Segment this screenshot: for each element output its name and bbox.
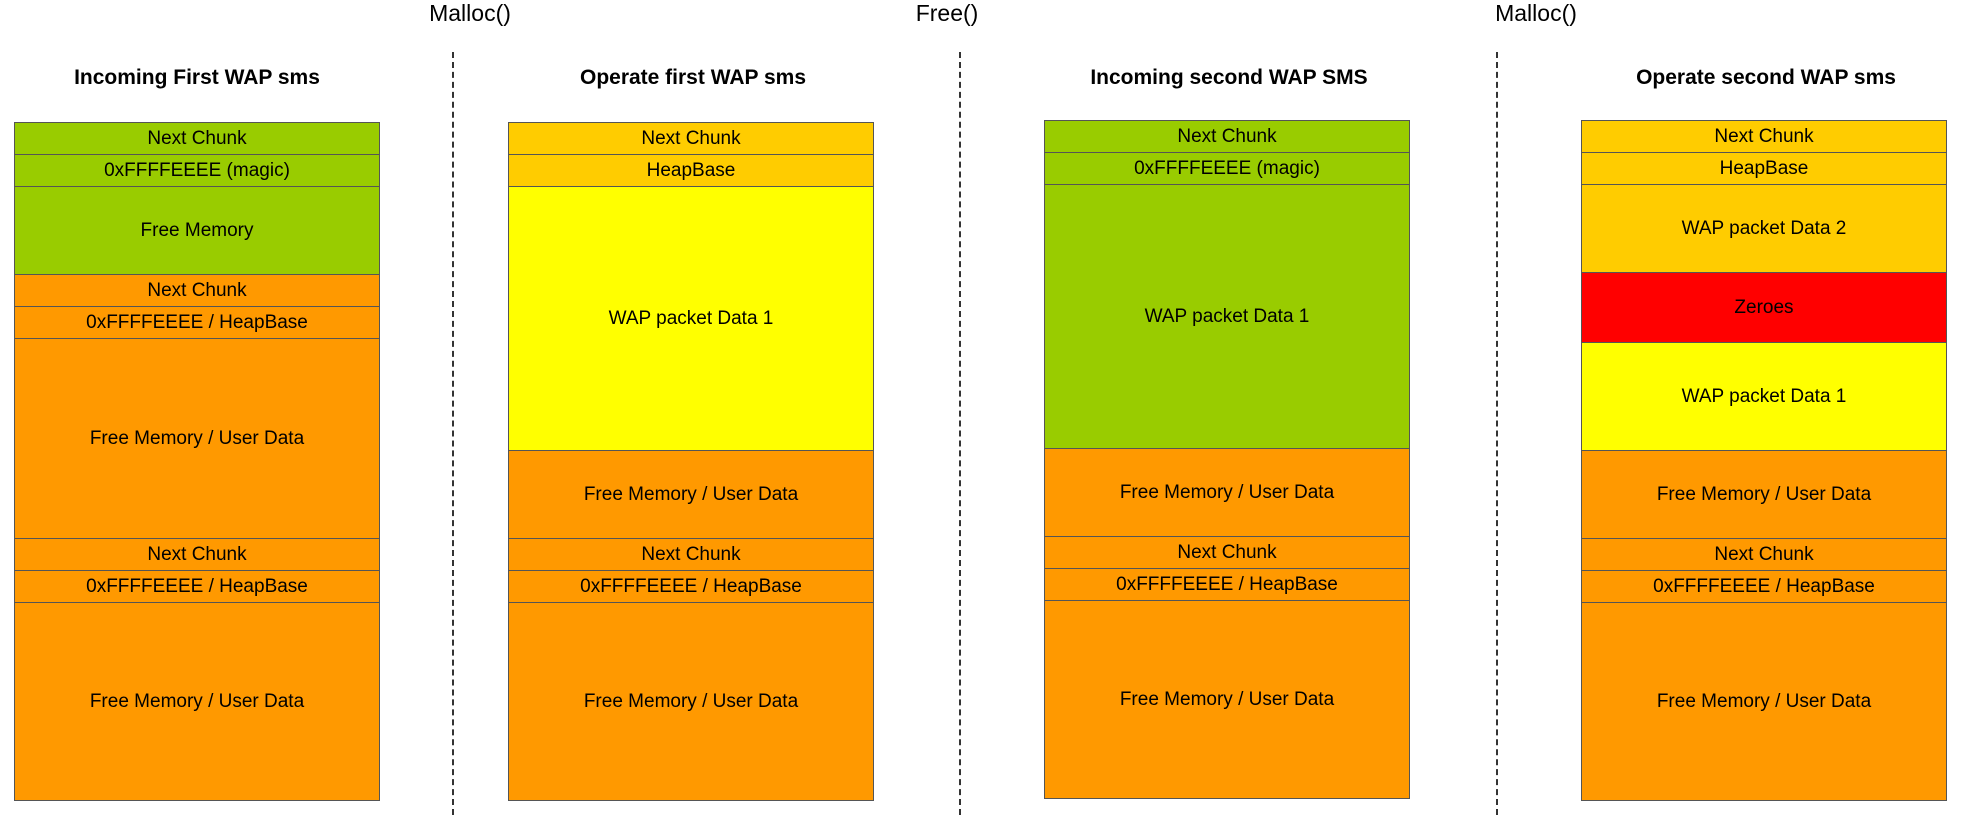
memory-segment-wap-packet-data-1: WAP packet Data 1 [508,186,874,451]
memory-segment-next-chunk: Next Chunk [14,274,380,307]
memory-segment-next-chunk: Next Chunk [1044,120,1410,153]
memory-segment-next-chunk: Next Chunk [508,122,874,155]
memory-segment-free-memory-user-data: Free Memory / User Data [508,602,874,801]
memory-segment-next-chunk: Next Chunk [508,538,874,571]
divider-2 [959,52,961,815]
memory-segment-heapbase: HeapBase [508,154,874,187]
memory-segment-wap-packet-data-1: WAP packet Data 1 [1581,342,1947,451]
memory-segment-free-memory-user-data: Free Memory / User Data [508,450,874,539]
memory-segment-free-memory-user-data: Free Memory / User Data [14,602,380,801]
memory-segment-0xffffeeee-heapbase: 0xFFFFEEEE / HeapBase [1044,568,1410,601]
memory-segment-next-chunk: Next Chunk [14,538,380,571]
memory-segment-heapbase: HeapBase [1581,152,1947,185]
memory-segment-free-memory-user-data: Free Memory / User Data [1581,602,1947,801]
memory-segment-0xffffeeee-heapbase: 0xFFFFEEEE / HeapBase [508,570,874,603]
memory-segment-wap-packet-data-2: WAP packet Data 2 [1581,184,1947,273]
memory-segment-zeroes: Zeroes [1581,272,1947,343]
memory-segment-next-chunk: Next Chunk [1581,120,1947,153]
operation-label-malloc-2: Malloc() [1495,0,1577,26]
column-title-incoming-first: Incoming First WAP sms [74,66,320,89]
memory-segment-next-chunk: Next Chunk [1044,536,1410,569]
memory-segment-next-chunk: Next Chunk [1581,538,1947,571]
memory-segment-free-memory-user-data: Free Memory / User Data [1581,450,1947,539]
memory-segment-0xffffeeee-magic: 0xFFFFEEEE (magic) [1044,152,1410,185]
operation-label-malloc-1: Malloc() [429,0,511,26]
column-title-operate-second: Operate second WAP sms [1636,66,1896,89]
memory-segment-wap-packet-data-1: WAP packet Data 1 [1044,184,1410,449]
memory-segment-free-memory-user-data: Free Memory / User Data [1044,600,1410,799]
column-title-incoming-second: Incoming second WAP SMS [1090,66,1368,89]
memory-segment-0xffffeeee-heapbase: 0xFFFFEEEE / HeapBase [1581,570,1947,603]
memory-segment-0xffffeeee-heapbase: 0xFFFFEEEE / HeapBase [14,306,380,339]
divider-1 [452,52,454,815]
memory-segment-0xffffeeee-magic: 0xFFFFEEEE (magic) [14,154,380,187]
memory-segment-0xffffeeee-heapbase: 0xFFFFEEEE / HeapBase [14,570,380,603]
operation-label-free: Free() [915,0,979,26]
divider-3 [1496,52,1498,815]
memory-segment-free-memory-user-data: Free Memory / User Data [14,338,380,539]
memory-segment-free-memory: Free Memory [14,186,380,275]
memory-segment-next-chunk: Next Chunk [14,122,380,155]
column-title-operate-first: Operate first WAP sms [579,66,807,89]
memory-segment-free-memory-user-data: Free Memory / User Data [1044,448,1410,537]
